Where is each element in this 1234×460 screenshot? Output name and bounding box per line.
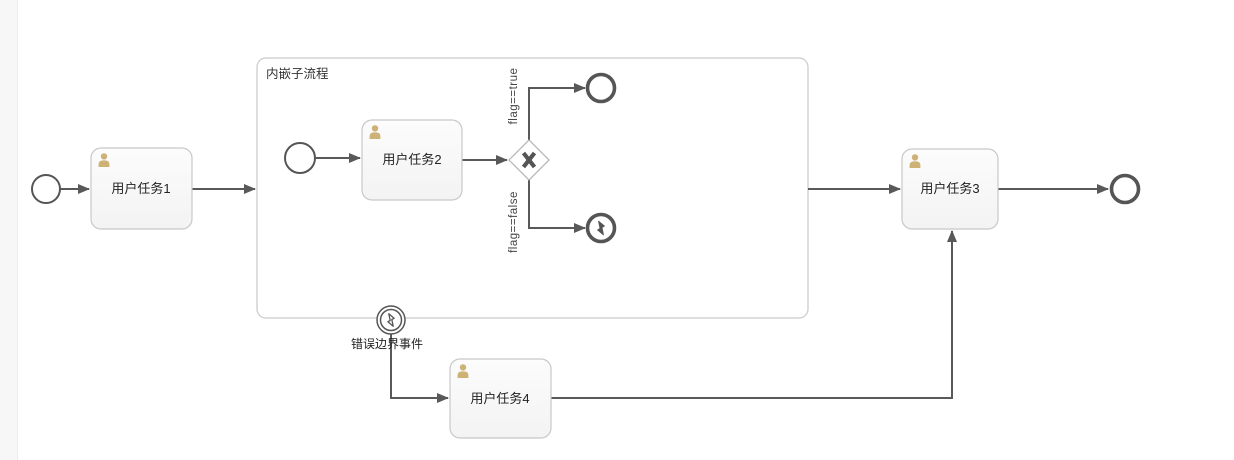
user-task-1[interactable]: 用户任务1 <box>90 147 193 230</box>
user-task-3[interactable]: 用户任务3 <box>901 148 999 230</box>
flow-label-true: flag==true <box>508 68 520 125</box>
subprocess-label: 内嵌子流程 <box>266 66 329 81</box>
task-label: 用户任务1 <box>111 181 170 196</box>
user-icon <box>98 153 110 167</box>
end-event-true-branch[interactable] <box>585 72 617 104</box>
embedded-subprocess[interactable] <box>256 57 809 319</box>
x-mark-icon <box>521 151 537 169</box>
flow-task4-to-task3[interactable] <box>551 230 957 399</box>
flow-gateway-true-branch[interactable] <box>528 83 586 140</box>
canvas-left-gutter <box>0 0 18 460</box>
task-shape <box>90 147 193 230</box>
flow-label-false: flag==false <box>508 191 520 253</box>
task-label: 用户任务3 <box>920 181 979 196</box>
task-shape <box>361 119 463 201</box>
task-label: 用户任务2 <box>382 152 441 167</box>
start-event[interactable] <box>31 174 61 204</box>
error-boundary-icon <box>387 313 395 327</box>
user-icon <box>369 125 381 139</box>
user-task-2[interactable]: 用户任务2 <box>361 119 463 201</box>
flow-gateway-false-branch[interactable] <box>528 180 586 233</box>
boundary-event-label: 错误边界事件 <box>351 337 423 351</box>
task-label: 用户任务4 <box>470 391 529 406</box>
subprocess-start-event[interactable] <box>284 142 316 174</box>
error-boundary-event[interactable] <box>376 305 406 335</box>
flow-boundary-to-task4[interactable] <box>390 334 449 403</box>
user-task-4[interactable]: 用户任务4 <box>449 358 552 439</box>
error-icon <box>597 220 605 236</box>
user-icon <box>457 364 469 378</box>
error-end-event[interactable] <box>585 212 617 244</box>
end-event[interactable] <box>1109 173 1141 205</box>
task-shape <box>901 148 999 230</box>
exclusive-gateway[interactable] <box>508 139 550 181</box>
task-shape <box>449 358 552 439</box>
user-icon <box>909 154 921 168</box>
